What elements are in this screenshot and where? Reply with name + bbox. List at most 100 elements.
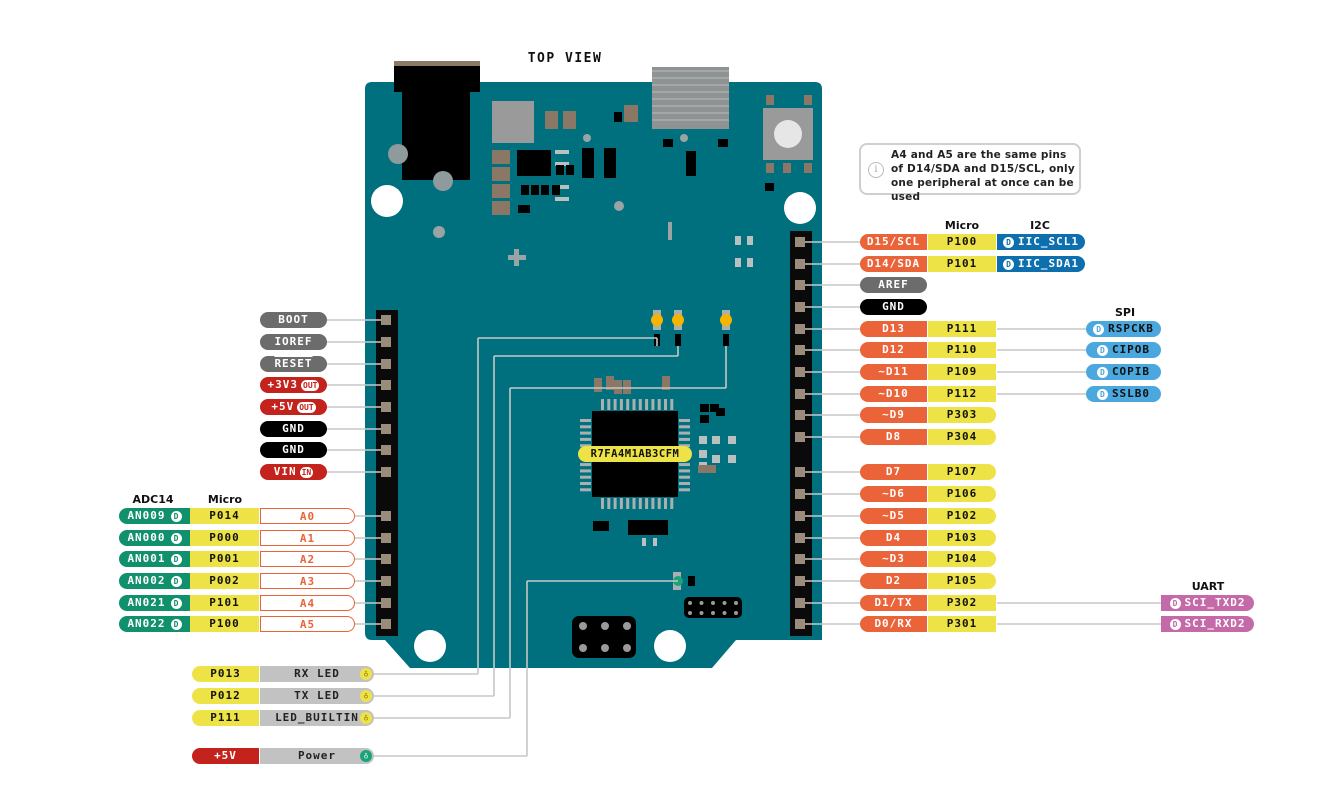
capacitor <box>606 376 614 390</box>
digital-pin-label: D8 <box>860 429 927 445</box>
micro-port-label: P304 <box>928 429 996 445</box>
micro-port-label-text: P000 <box>209 531 240 544</box>
mcu-pin <box>626 498 630 509</box>
led-name-label: Power <box>260 748 374 764</box>
micro-port-label: P107 <box>928 464 996 480</box>
header-pad <box>795 324 805 334</box>
header-pad <box>795 619 805 629</box>
header-pad <box>795 259 805 269</box>
adc-text: AN000 <box>127 531 166 544</box>
digital-pin-label: ~D6 <box>860 486 927 502</box>
mounting-hole <box>784 192 816 224</box>
mcu-pin <box>657 399 661 410</box>
digital-pin-label-text: D7 <box>885 465 902 478</box>
digital-badge-icon: D <box>1096 344 1108 356</box>
micro-port-label: P100 <box>190 616 259 632</box>
digital-pin-label-text: D0/RX <box>874 617 913 630</box>
led-icon: ♁ <box>360 712 372 724</box>
header-pad <box>795 554 805 564</box>
digital-badge-icon: D <box>1093 323 1105 335</box>
mcu-pin <box>664 498 667 509</box>
periph-text: RSPCKB <box>1108 322 1154 335</box>
micro-port-label: P014 <box>190 508 259 524</box>
header-pad <box>381 467 391 477</box>
digital-pin-label: ~D5 <box>860 508 927 524</box>
smd <box>555 185 569 189</box>
micro-port-label: P301 <box>928 616 996 632</box>
header-pad <box>381 511 391 521</box>
mcu-pin <box>580 431 591 435</box>
micro-left-column-header: Micro <box>207 493 243 506</box>
digital-pin-label: ~D10 <box>860 386 927 402</box>
header-pad <box>381 533 391 543</box>
digital-badge-icon: D <box>170 510 182 522</box>
led-name-label-text: RX LED <box>294 667 340 680</box>
micro-port-label: P303 <box>928 407 996 423</box>
mcu-pin <box>580 419 591 422</box>
smd <box>555 197 569 201</box>
smd <box>566 165 574 175</box>
digital-pin-label-text: D14/SDA <box>866 257 921 270</box>
micro-port-label: P001 <box>190 551 259 567</box>
pin-label: GND <box>282 443 305 456</box>
pin-label: +5V <box>271 400 295 413</box>
smd <box>531 185 539 195</box>
mcu-pin <box>626 399 630 410</box>
digital-pin-label: D1/TX <box>860 595 927 611</box>
led-icon: ♁ <box>360 690 372 702</box>
analog-pin-a4: A4 <box>260 595 355 611</box>
analog-pin-a2-text: A2 <box>299 553 316 566</box>
micro-port-label-text: P105 <box>946 574 978 587</box>
mcu-pin <box>664 399 667 410</box>
smd <box>688 576 695 586</box>
capacitor <box>545 111 558 129</box>
capacitor <box>662 376 670 390</box>
usb-stripe <box>652 105 729 107</box>
led-name-label: RX LED <box>260 666 374 682</box>
button-leg <box>804 95 812 105</box>
icsp-pin <box>734 601 738 605</box>
led-name-label-text: LED_BUILTIN <box>275 711 359 724</box>
micro-port-label: P101 <box>928 256 996 272</box>
smd <box>747 236 753 245</box>
direction-tag: OUT <box>297 401 316 413</box>
icsp-pin <box>711 601 715 605</box>
mcu-pin <box>580 482 591 485</box>
icsp-pin <box>688 601 692 605</box>
diode <box>604 148 616 178</box>
pin-label: IOREF <box>274 335 313 348</box>
digital-pin-label: D0/RX <box>860 616 927 632</box>
adc-text: AN001 <box>127 552 166 565</box>
mcu-pin <box>632 399 636 410</box>
micro-port-label-text: P104 <box>946 552 978 565</box>
digital-pin-label-text: ~D5 <box>882 509 905 522</box>
mcu-pin <box>619 498 623 509</box>
capacitor <box>492 184 510 198</box>
digital-badge-icon: D <box>170 553 182 565</box>
led-name-label-text: Power <box>297 749 337 762</box>
capacitor <box>614 380 622 394</box>
digital-badge-icon: D <box>1096 388 1108 400</box>
capacitor <box>594 378 602 392</box>
capacitor <box>623 380 631 394</box>
mcu-part-number-label-text: R7FA4M1AB3CFM <box>590 448 680 460</box>
digital-badge-icon: D <box>170 597 182 609</box>
smd <box>747 258 753 267</box>
digital-badge-icon: D <box>1169 618 1181 630</box>
header-pad <box>795 432 805 442</box>
info-note: i A4 and A5 are the same pins of D14/SDA… <box>859 143 1081 203</box>
digital-pin-label: AREF <box>860 277 927 293</box>
adc-text: AN022 <box>127 617 166 630</box>
micro-port-label: P109 <box>928 364 996 380</box>
mcu-pin <box>601 498 604 509</box>
usb-stripe <box>652 112 729 114</box>
icsp-pin <box>601 644 609 652</box>
header-pad <box>381 576 391 586</box>
digital-badge-icon: D <box>170 575 182 587</box>
mcu-pin <box>679 425 690 429</box>
smd <box>541 185 549 195</box>
usb-stripe <box>652 84 729 86</box>
